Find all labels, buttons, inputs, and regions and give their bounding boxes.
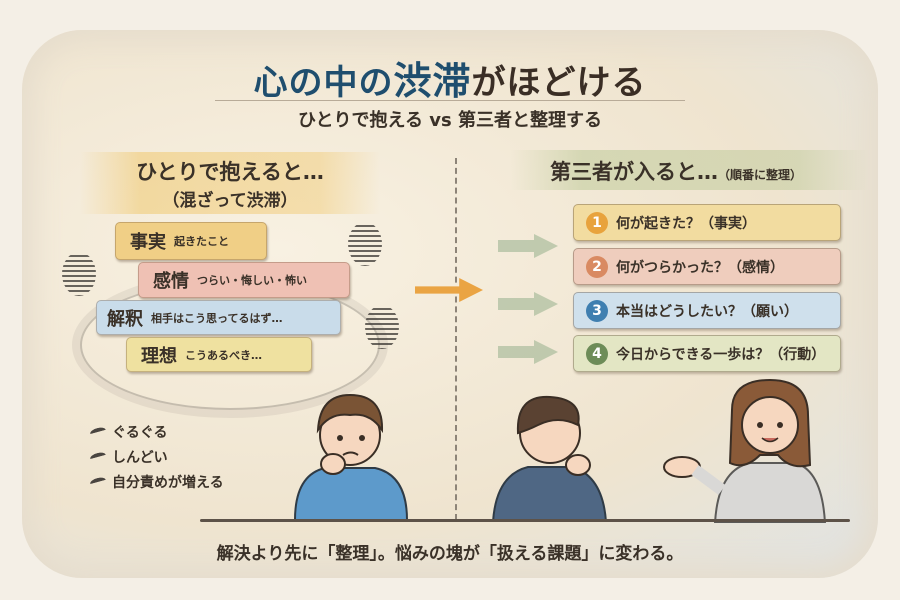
step-2: 2 何がつらかった？（感情） xyxy=(573,248,841,285)
card-desc: 起きたこと xyxy=(174,235,229,248)
left-heading: ひとりで抱えると… xyxy=(136,160,324,184)
bullet-item: しんどい xyxy=(89,447,168,467)
step-number-badge: 2 xyxy=(586,255,608,278)
step-1: 1 何が起きた？（事実） xyxy=(573,204,841,241)
card-fact: 事実起きたこと xyxy=(115,222,267,260)
right-heading: 第三者が入ると… xyxy=(550,160,718,184)
left-subheading: （混ざって渋滞） xyxy=(162,191,298,211)
step-4: 4 今日からできる一歩は？（行動） xyxy=(573,335,841,372)
step-number-badge: 3 xyxy=(586,299,608,322)
center-divider xyxy=(455,158,457,520)
title-rule xyxy=(215,100,685,101)
card-ideal: 理想こうあるべき… xyxy=(126,337,312,372)
step-3: 3 本当はどうしたい？（願い） xyxy=(573,292,841,329)
left-heading-block: ひとりで抱えると… （混ざって渋滞） xyxy=(80,152,380,214)
client-man-illustration xyxy=(491,395,608,522)
bullet-text: しんどい xyxy=(112,450,168,466)
step-text: 何が起きた？（事実） xyxy=(616,215,756,232)
bottom-caption: 解決より先に「整理」。悩みの塊が「扱える課題」に変わる。 xyxy=(216,544,684,564)
title-part: がほどける xyxy=(471,63,647,103)
bullet-item: ぐるぐる xyxy=(89,422,168,442)
title-highlight: 渋滞 xyxy=(393,59,472,103)
page-title: 心の中の渋滞がほどける xyxy=(0,50,900,105)
bullet-item: 自分責めが増える xyxy=(89,472,224,492)
tangle-coil-icon xyxy=(348,222,382,266)
card-key: 解釈 xyxy=(107,308,143,330)
desk-line xyxy=(200,519,850,522)
card-desc: つらい・悔しい・怖い xyxy=(197,274,307,287)
step-text: 何がつらかった？（感情） xyxy=(616,259,784,276)
worried-boy-illustration xyxy=(293,393,409,521)
title-part: 心の中の xyxy=(253,63,394,103)
step-number-badge: 1 xyxy=(586,211,608,234)
subtitle: ひとりで抱える vs 第三者と整理する xyxy=(298,110,602,131)
right-subheading: （順番に整理） xyxy=(718,168,803,182)
card-emotion: 感情つらい・悔しい・怖い xyxy=(138,262,350,298)
card-desc: 相手はこう思ってるはず… xyxy=(151,311,283,325)
card-key: 感情 xyxy=(153,271,189,292)
tangle-coil-icon xyxy=(365,305,399,349)
counselor-woman-illustration xyxy=(663,378,827,523)
step-text: 今日からできる一歩は？（行動） xyxy=(616,346,826,363)
step-text: 本当はどうしたい？（願い） xyxy=(616,303,798,320)
right-heading-block: 第三者が入ると…（順番に整理） xyxy=(510,150,870,190)
card-key: 理想 xyxy=(141,345,177,367)
squiggle-icon xyxy=(89,476,107,488)
step-number-badge: 4 xyxy=(586,342,608,365)
squiggle-icon xyxy=(89,451,107,463)
bullet-text: ぐるぐる xyxy=(112,425,168,441)
bullet-text: 自分責めが増える xyxy=(112,475,224,491)
card-key: 事実 xyxy=(130,232,166,253)
tangle-coil-icon xyxy=(62,252,96,296)
squiggle-icon xyxy=(89,426,107,438)
card-interpretation: 解釈相手はこう思ってるはず… xyxy=(96,300,341,335)
card-desc: こうあるべき… xyxy=(185,348,262,362)
